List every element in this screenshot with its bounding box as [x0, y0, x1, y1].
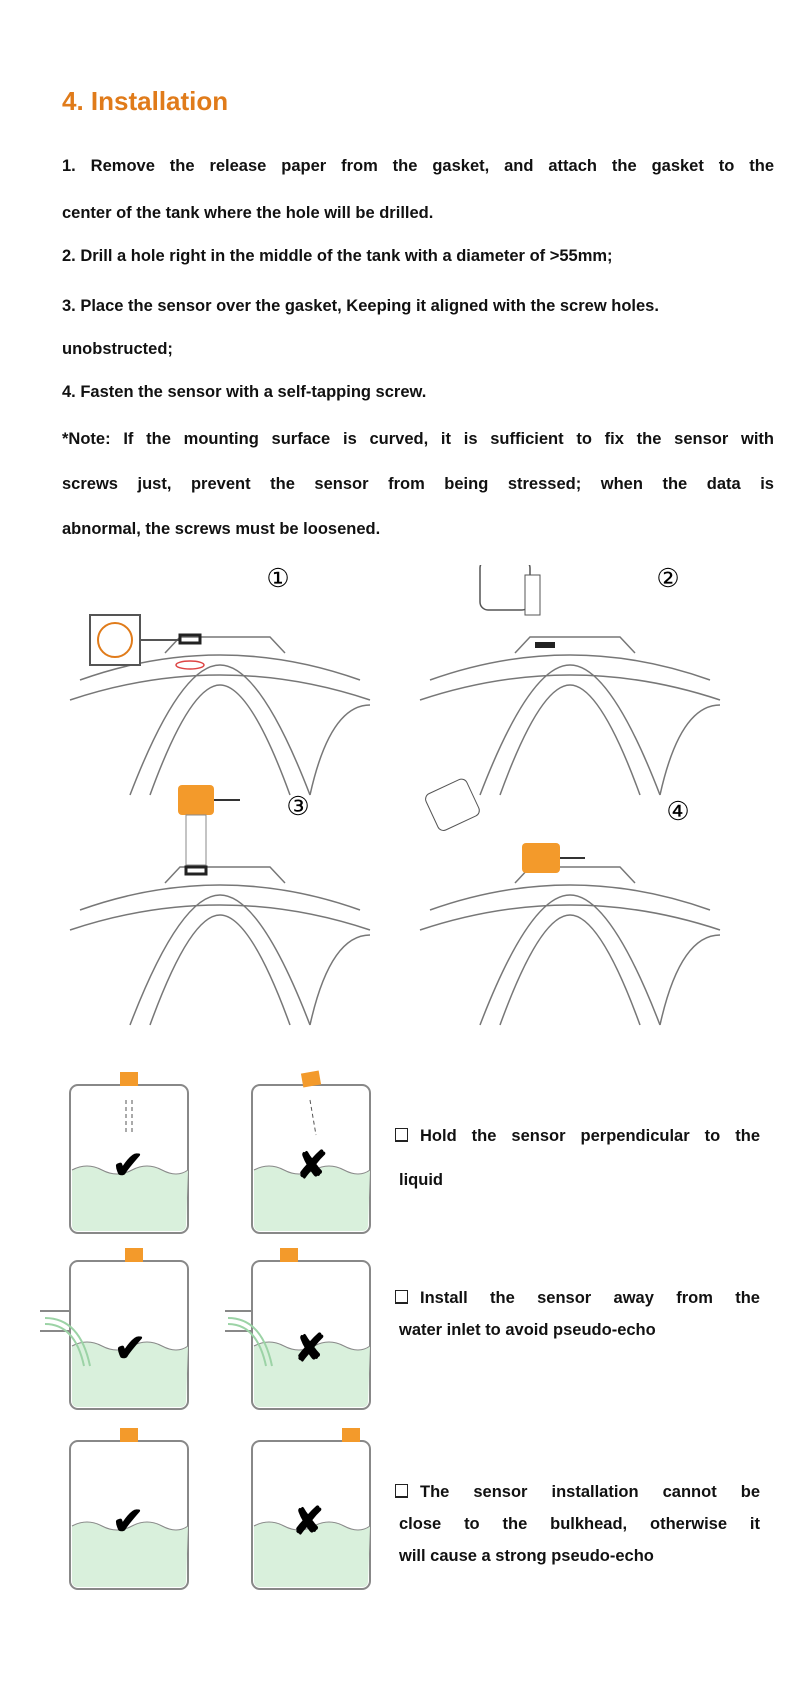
section-title: 4. Installation [62, 86, 229, 116]
incorrect-x-icon: ✘ [292, 1501, 324, 1543]
installation-steps-diagram: ① ② ③ ④ [69, 565, 721, 1026]
step-1-number: ① [266, 565, 289, 593]
tip-bulkhead: The sensor installation cannot be close … [395, 1476, 760, 1572]
example-row-bulkhead: ✔ ✘ [69, 1428, 371, 1590]
note-line-2: screws just, prevent the sensor from bei… [62, 475, 774, 493]
example-row-inlet: ✔ ✘ [40, 1248, 371, 1410]
step-4: 4. Fasten the sensor with a self-tapping… [62, 383, 427, 401]
correct-check-icon: ✔ [114, 1328, 146, 1370]
step-3: 3. Place the sensor over the gasket, Kee… [62, 297, 659, 315]
step-3-diagram [69, 785, 371, 1026]
step-3-number: ③ [286, 791, 309, 821]
incorrect-x-icon: ✘ [294, 1328, 326, 1370]
placement-examples-diagram: ✔ ✘ ✔ ✘ ✔ ✘ [40, 1070, 371, 1590]
step-4-diagram [419, 778, 721, 1026]
checkbox-bullet-icon [395, 1484, 408, 1498]
incorrect-x-icon: ✘ [296, 1145, 328, 1187]
step-2-number: ② [656, 565, 679, 593]
step-2: 2. Drill a hole right in the middle of t… [62, 247, 613, 265]
tip-water-inlet: Install the sensor away from the water i… [395, 1282, 760, 1346]
step-2-diagram [419, 565, 721, 796]
step-4-number: ④ [666, 796, 689, 826]
step-3-continued: unobstructed; [62, 340, 173, 358]
correct-check-icon: ✔ [112, 1145, 144, 1187]
step-1-line-1: 1. Remove the release paper from the gas… [62, 157, 774, 175]
checkbox-bullet-icon [395, 1128, 408, 1142]
step-1-line-2: center of the tank where the hole will b… [62, 204, 434, 222]
note-line-3: abnormal, the screws must be loosened. [62, 520, 381, 538]
example-row-perpendicular: ✔ ✘ [69, 1070, 371, 1234]
correct-check-icon: ✔ [112, 1501, 144, 1543]
checkbox-bullet-icon [395, 1290, 408, 1304]
tip-perpendicular: Hold the sensor perpendicular to the liq… [395, 1120, 760, 1196]
step-1-diagram [69, 614, 371, 796]
note-line-1: *Note: If the mounting surface is curved… [62, 430, 774, 448]
